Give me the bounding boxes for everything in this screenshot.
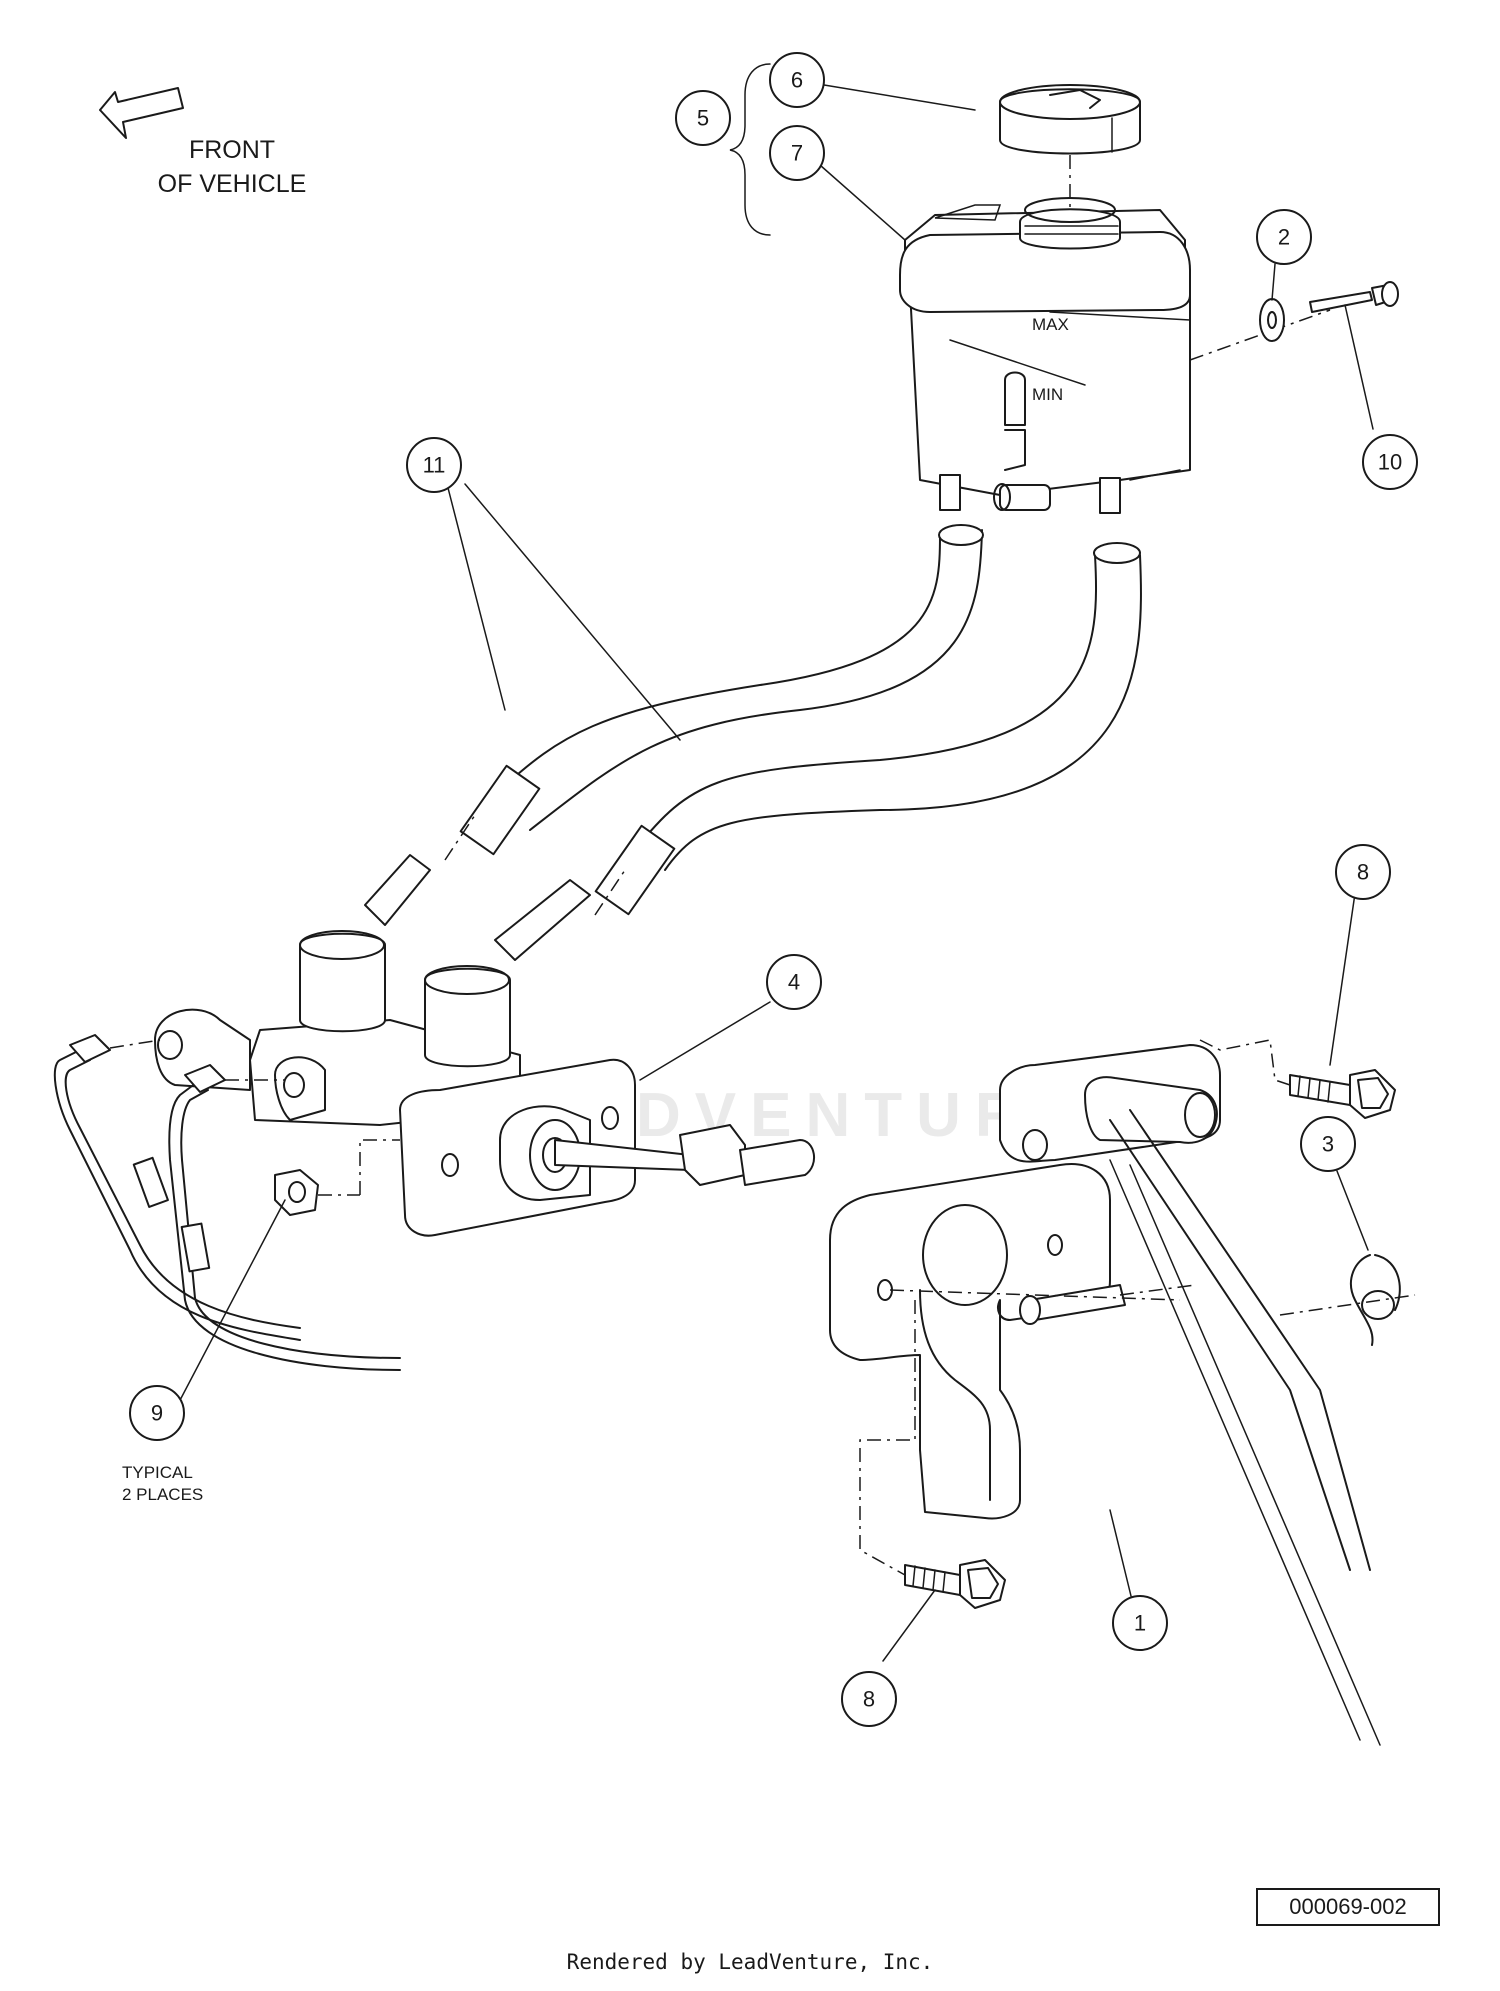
typical-note-line1: TYPICAL (122, 1463, 193, 1482)
bolt-upper (1289, 1069, 1396, 1119)
flange-nut (274, 1169, 319, 1216)
typical-note-line2: 2 PLACES (122, 1485, 203, 1504)
push-rod (554, 1124, 815, 1186)
svg-text:9: 9 (151, 1401, 163, 1426)
svg-text:7: 7 (791, 141, 803, 166)
callout-1: 1 (1112, 1595, 1168, 1651)
svg-text:1: 1 (1134, 1611, 1146, 1636)
clip-centerline (1279, 1294, 1416, 1316)
front-arrow-icon (99, 87, 184, 139)
svg-text:8: 8 (1357, 860, 1369, 885)
callout-5: 5 (675, 90, 731, 146)
hose-centerline-2 (594, 869, 626, 916)
screw-centerline (1189, 309, 1331, 361)
bolt-upper-centerline (1199, 1039, 1291, 1086)
svg-text:2: 2 (1278, 225, 1290, 250)
clevis-pin (1019, 1284, 1126, 1325)
callout-8-upper: 8 (1335, 844, 1391, 900)
svg-text:5: 5 (697, 106, 709, 131)
reservoir-cap (999, 84, 1141, 155)
callout-10: 10 (1362, 434, 1418, 490)
hoses (459, 524, 1142, 916)
callout-4: 4 (766, 954, 822, 1010)
hairpin-clip (1350, 1254, 1401, 1346)
callout-2: 2 (1256, 209, 1312, 265)
svg-text:10: 10 (1378, 450, 1402, 475)
reservoir-min-label: MIN (1032, 385, 1063, 404)
callout-6: 6 (769, 52, 825, 108)
brake-lines (53, 1034, 401, 1371)
mounting-screw (1309, 281, 1399, 313)
callout-3: 3 (1300, 1116, 1356, 1172)
svg-text:11: 11 (423, 453, 446, 478)
direction-note-line2: OF VEHICLE (158, 170, 307, 198)
svg-text:4: 4 (788, 970, 800, 995)
pedal-arm (1109, 1109, 1381, 1746)
hose-centerline-1 (444, 814, 476, 861)
svg-text:6: 6 (791, 68, 803, 93)
callout-7: 7 (769, 125, 825, 181)
nut-to-flange-centerline (359, 1139, 400, 1195)
bolt-lower-centerline (859, 1300, 916, 1576)
direction-note-line1: FRONT (189, 136, 275, 164)
washer (1259, 298, 1285, 342)
callout-9: 9 (129, 1385, 185, 1441)
master-cylinder (154, 854, 591, 1126)
pedal-bracket (829, 1163, 1111, 1520)
bracket-centerline (889, 1289, 1181, 1301)
svg-text:8: 8 (863, 1687, 875, 1712)
svg-text:3: 3 (1322, 1132, 1334, 1157)
pin-centerline (1119, 1284, 1196, 1296)
bolt-lower (904, 1559, 1006, 1609)
callout-11: 11 (406, 437, 462, 493)
reference-number: 000069-002 (1256, 1888, 1440, 1926)
callout-8-lower: 8 (841, 1671, 897, 1727)
reservoir-max-label: MAX (1032, 315, 1069, 334)
leader-lines (177, 63, 1374, 1662)
brake-fluid-reservoir (899, 197, 1191, 514)
line-centerline-1 (109, 1039, 161, 1049)
pedal-clevis (999, 1044, 1221, 1163)
footer-credit: Rendered by LeadVenture, Inc. (566, 1950, 934, 1974)
